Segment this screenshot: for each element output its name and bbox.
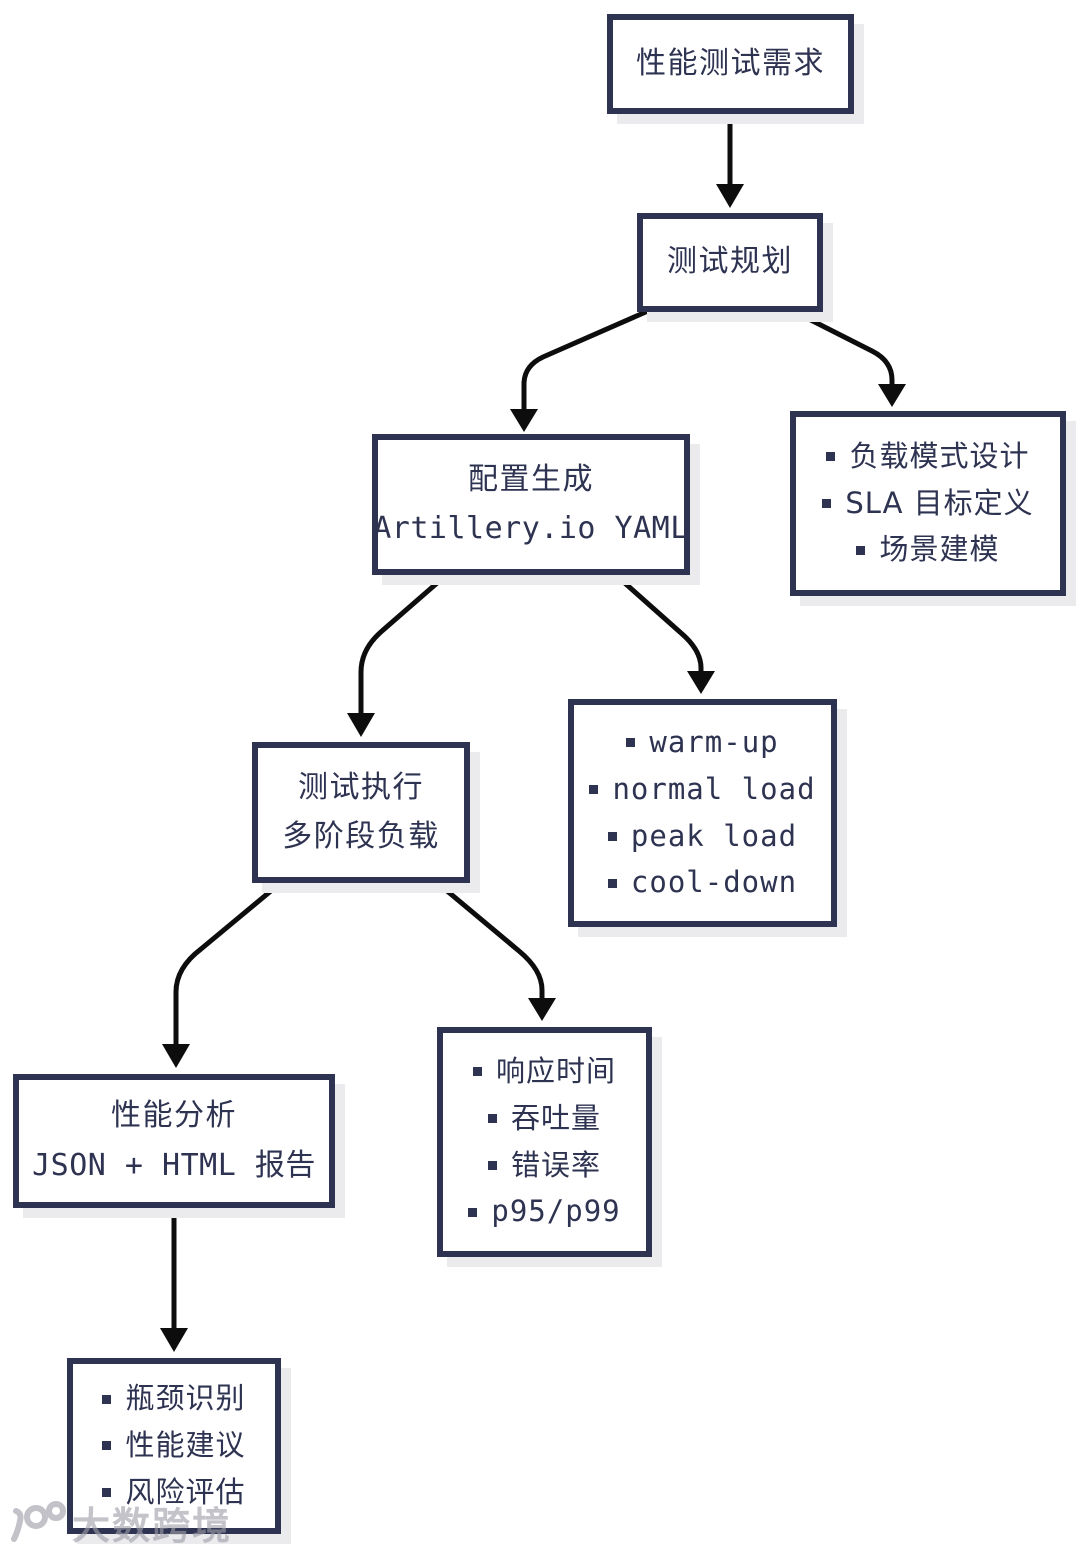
node-outputs: 瓶颈识别 性能建议 风险评估 bbox=[67, 1358, 281, 1534]
list-item: peak load bbox=[607, 818, 798, 853]
list-item-label: 瓶颈识别 bbox=[125, 1381, 246, 1416]
node-execution-title: 测试执行 bbox=[298, 769, 424, 805]
arrow-execution-to-metrics bbox=[438, 883, 545, 999]
arrowhead bbox=[716, 184, 744, 208]
list-item-label: 场景建模 bbox=[879, 532, 1000, 567]
bullet-icon bbox=[589, 785, 599, 795]
outputs-list: 瓶颈识别 性能建议 风险评估 bbox=[102, 1381, 246, 1509]
list-item: 错误率 bbox=[487, 1147, 601, 1182]
list-item: 负载模式设计 bbox=[826, 438, 1030, 473]
arrowhead bbox=[160, 1328, 188, 1352]
bullet-icon bbox=[826, 452, 836, 462]
node-metrics: 响应时间 吞吐量 错误率 p95/p99 bbox=[437, 1027, 652, 1257]
bullet-icon bbox=[102, 1394, 112, 1404]
bullet-icon bbox=[856, 545, 866, 555]
list-item: 响应时间 bbox=[472, 1053, 616, 1088]
arrowhead bbox=[510, 409, 538, 432]
list-item: 瓶颈识别 bbox=[102, 1381, 246, 1416]
node-config-subtitle: Artillery.io YAML bbox=[373, 511, 689, 546]
bullet-icon bbox=[487, 1160, 497, 1170]
watermark: 大数跨境 bbox=[8, 1495, 232, 1550]
node-planning-title: 测试规划 bbox=[667, 244, 793, 280]
list-item-label: 响应时间 bbox=[495, 1053, 616, 1088]
list-item-label: peak load bbox=[630, 818, 798, 853]
node-execution-subtitle: 多阶段负载 bbox=[282, 819, 440, 854]
list-item: warm-up bbox=[626, 724, 779, 759]
arrow-config-to-execution bbox=[358, 575, 446, 715]
list-item: SLA 目标定义 bbox=[822, 485, 1034, 520]
list-item-label: normal load bbox=[612, 771, 816, 806]
bullet-icon bbox=[102, 1441, 112, 1451]
node-config-title: 配置生成 bbox=[468, 461, 594, 497]
node-load-phases: warm-up normal load peak load cool-down bbox=[568, 699, 837, 927]
arrowhead bbox=[162, 1044, 190, 1068]
arrow-planning-to-planning-details bbox=[791, 308, 895, 386]
arrowhead bbox=[687, 671, 715, 694]
arrow-execution-to-analysis bbox=[173, 883, 280, 1045]
list-item-label: 负载模式设计 bbox=[849, 438, 1030, 473]
bullet-icon bbox=[468, 1207, 478, 1217]
arrow-config-to-load-phases bbox=[616, 575, 704, 672]
node-requirements: 性能测试需求 bbox=[607, 14, 854, 114]
node-requirements-title: 性能测试需求 bbox=[636, 45, 825, 81]
bullet-icon bbox=[626, 738, 636, 748]
bullet-icon bbox=[102, 1488, 112, 1498]
node-analysis-title: 性能分析 bbox=[111, 1098, 237, 1133]
arrow-planning-to-config bbox=[521, 308, 650, 411]
list-item-label: SLA 目标定义 bbox=[845, 485, 1034, 520]
arrowhead bbox=[347, 713, 375, 737]
load-phases-list: warm-up normal load peak load cool-down bbox=[589, 724, 816, 900]
node-execution: 测试执行 多阶段负载 bbox=[252, 742, 470, 883]
planning-details-list: 负载模式设计 SLA 目标定义 场景建模 bbox=[822, 438, 1034, 567]
list-item: normal load bbox=[589, 771, 816, 806]
list-item-label: warm-up bbox=[649, 724, 779, 759]
node-config: 配置生成 Artillery.io YAML bbox=[372, 434, 690, 575]
arrowhead bbox=[528, 998, 556, 1021]
metrics-list: 响应时间 吞吐量 错误率 p95/p99 bbox=[468, 1053, 621, 1229]
bullet-icon bbox=[487, 1114, 497, 1124]
list-item: 场景建模 bbox=[856, 534, 999, 566]
list-item-label: 吞吐量 bbox=[510, 1100, 601, 1135]
list-item: cool-down bbox=[607, 865, 798, 900]
watermark-text: 大数跨境 bbox=[72, 1504, 233, 1548]
list-item: 风险评估 bbox=[102, 1474, 246, 1509]
bullet-icon bbox=[607, 878, 617, 888]
list-item-label: 错误率 bbox=[510, 1147, 601, 1182]
list-item-label: 性能建议 bbox=[125, 1428, 246, 1463]
node-analysis-subtitle: JSON + HTML 报告 bbox=[32, 1147, 316, 1183]
bullet-icon bbox=[607, 831, 617, 841]
node-planning-details: 负载模式设计 SLA 目标定义 场景建模 bbox=[790, 411, 1066, 596]
list-item: 吞吐量 bbox=[487, 1100, 601, 1135]
list-item-label: cool-down bbox=[630, 865, 798, 900]
bullet-icon bbox=[472, 1067, 482, 1077]
list-item: p95/p99 bbox=[468, 1194, 621, 1229]
list-item-label: p95/p99 bbox=[491, 1194, 621, 1229]
bullet-icon bbox=[822, 498, 832, 508]
list-item-label: 风险评估 bbox=[125, 1474, 246, 1509]
list-item: 性能建议 bbox=[102, 1428, 246, 1463]
arrowhead bbox=[878, 384, 906, 407]
watermark-logo-icon bbox=[11, 1500, 66, 1542]
node-analysis: 性能分析 JSON + HTML 报告 bbox=[13, 1074, 335, 1208]
node-planning: 测试规划 bbox=[637, 213, 823, 312]
